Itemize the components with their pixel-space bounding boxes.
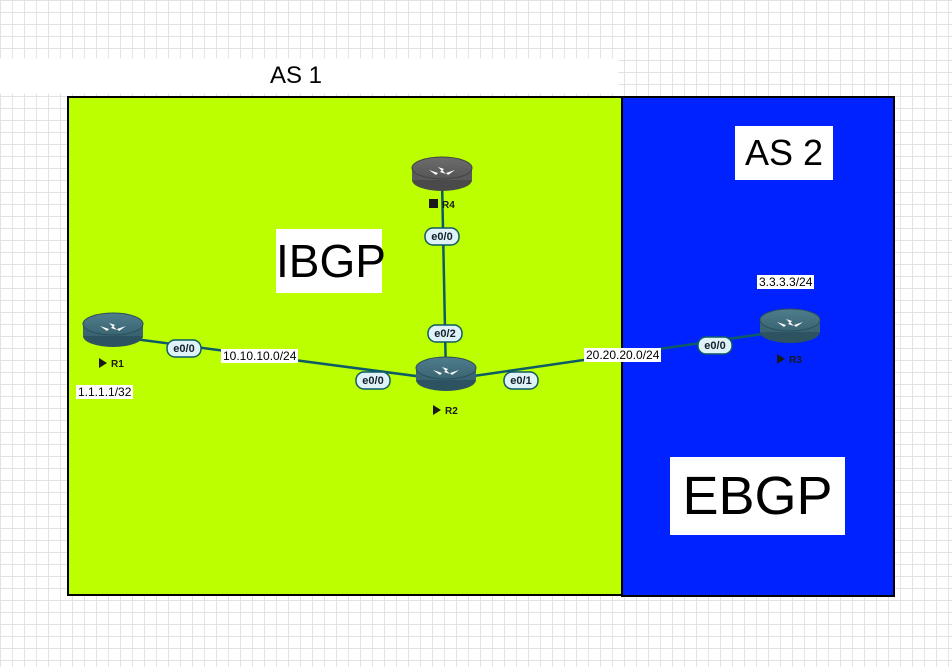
play-icon: [433, 405, 441, 415]
as1-zone[interactable]: [67, 96, 623, 596]
as2-title: AS 2: [735, 126, 833, 180]
svg-text:e0/0: e0/0: [704, 340, 725, 352]
stop-icon: [429, 199, 438, 208]
play-icon: [777, 354, 785, 364]
router-r4[interactable]: [411, 156, 473, 191]
r3-name: R3: [789, 355, 802, 366]
as1-title: AS 1: [270, 62, 323, 89]
r2-name: R2: [445, 406, 458, 417]
link-r4-r2[interactable]: [440, 179, 448, 379]
play-icon: [99, 358, 107, 368]
subnet-label-r2-r3: 20.20.20.0/24: [584, 348, 662, 362]
svg-text:e0/0: e0/0: [173, 343, 194, 355]
svg-text:e0/0: e0/0: [362, 375, 383, 387]
r3-loopback-label: 3.3.3.3/24: [757, 275, 815, 289]
iface-r3-e0-0[interactable]: e0/0: [697, 336, 733, 355]
ibgp-label: IBGP: [276, 229, 386, 293]
svg-text:e0/2: e0/2: [434, 328, 455, 340]
iface-r2-e0-2[interactable]: e0/2: [427, 324, 463, 343]
svg-text:e0/0: e0/0: [431, 231, 452, 243]
iface-r1-e0-0[interactable]: e0/0: [166, 339, 202, 358]
r1-loopback-label: 1.1.1.1/32: [76, 385, 134, 399]
ebgp-label: EBGP: [670, 457, 845, 535]
r4-name: R4: [442, 200, 455, 211]
router-r1[interactable]: [82, 312, 144, 347]
router-r3[interactable]: [759, 308, 821, 343]
svg-text:e0/1: e0/1: [510, 375, 531, 387]
title-strip: [0, 58, 618, 94]
iface-r2-e0-0[interactable]: e0/0: [355, 371, 391, 390]
r1-name: R1: [111, 359, 124, 370]
subnet-label-r1-r2: 10.10.10.0/24: [221, 349, 299, 363]
router-r2[interactable]: [415, 356, 477, 391]
iface-r4-e0-0[interactable]: e0/0: [424, 227, 460, 246]
iface-r2-e0-1[interactable]: e0/1: [503, 371, 539, 390]
